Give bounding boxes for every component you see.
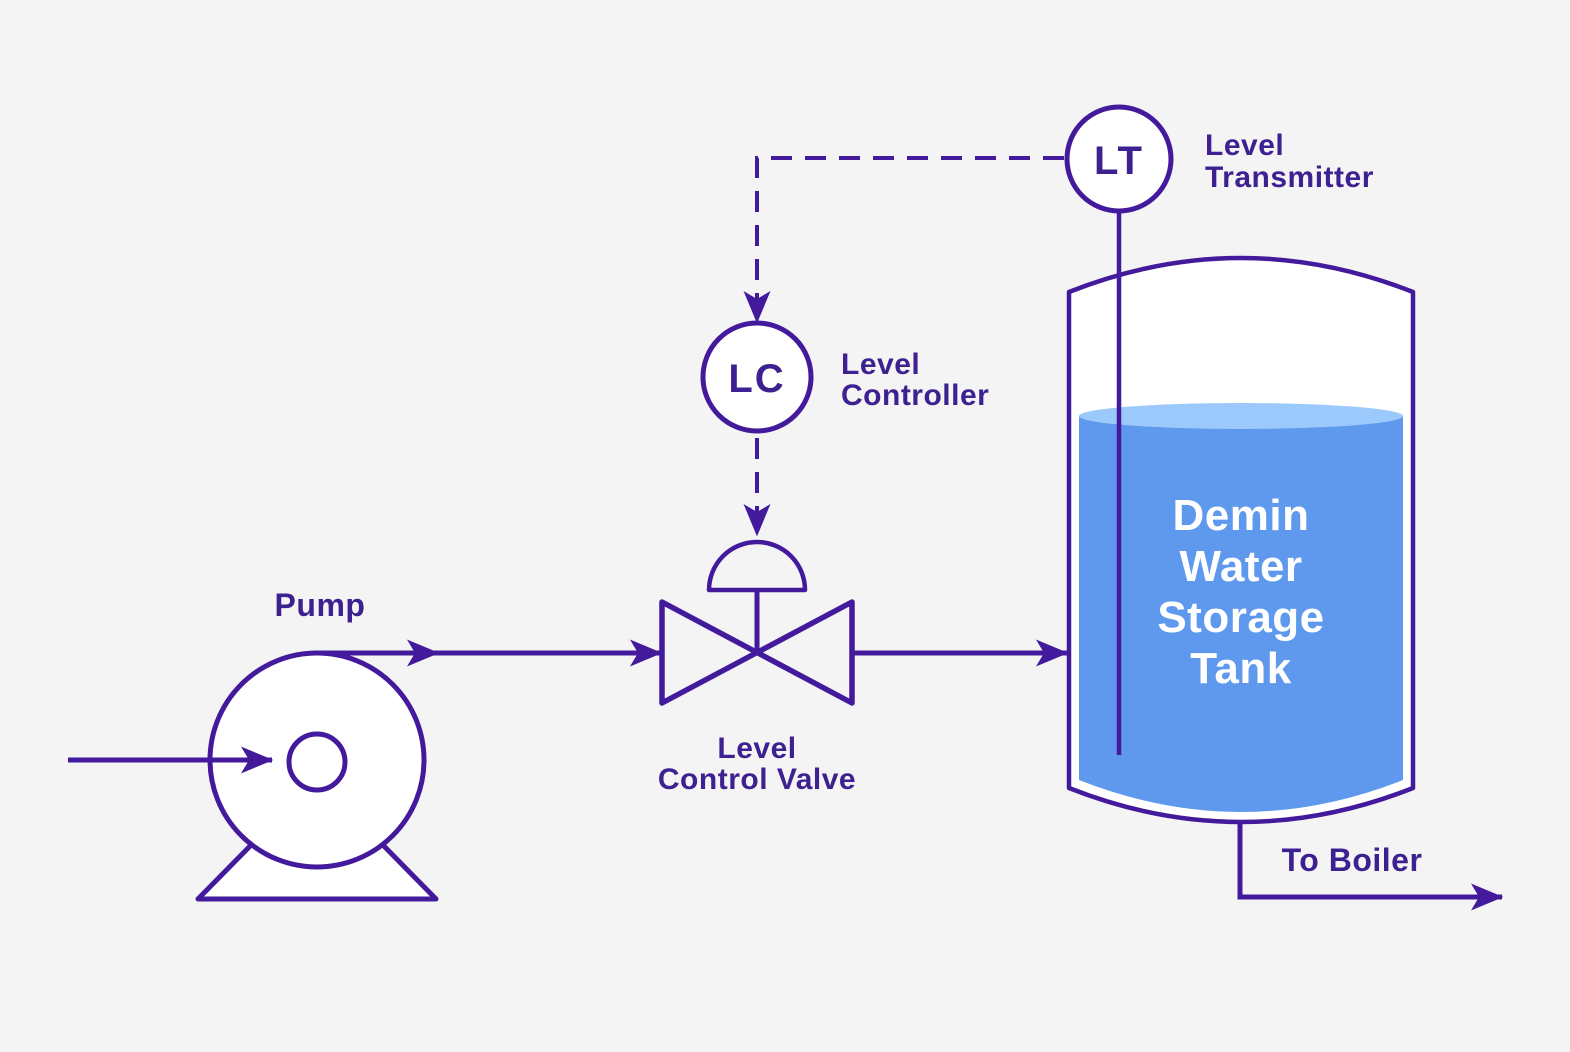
tank-water: [1079, 416, 1403, 812]
storage-tank-symbol: Demin Water Storage Tank: [1066, 255, 1416, 825]
level-controller-tag: LC: [728, 357, 785, 401]
pump-symbol: [195, 650, 439, 902]
level-controller-symbol: LC: [700, 320, 814, 434]
outlet-label: To Boiler: [1282, 842, 1423, 878]
level-transmitter-symbol: LT: [1064, 104, 1174, 214]
level-transmitter-tag: LT: [1094, 139, 1144, 183]
tank-water-surface: [1079, 403, 1403, 429]
pump-inlet-eye-circle: [286, 731, 348, 793]
tank-label-line1: Demin: [1173, 491, 1310, 540]
level-controller-label-line2: Controller: [841, 379, 989, 412]
signal-line-lt-to-lc: [743, 156, 1064, 324]
pump-label: Pump: [275, 587, 366, 623]
tank-label-line3: Storage: [1157, 593, 1324, 642]
level-transmitter-label-line1: Level: [1205, 129, 1284, 162]
tank-label-line2: Water: [1179, 542, 1302, 591]
level-controller-label-line1: Level: [841, 348, 920, 381]
valve-body-bowtie: [659, 599, 855, 706]
level-transmitter-label-line2: Transmitter: [1205, 161, 1374, 194]
tank-label-line4: Tank: [1190, 644, 1291, 693]
control-valve-symbol: [659, 539, 855, 706]
valve-label-line1: Level: [717, 732, 796, 765]
level-transmitter-circle: [1064, 104, 1174, 214]
valve-actuator-dome: [706, 539, 808, 593]
valve-label-line2: Control Valve: [658, 763, 856, 796]
tank-outlet-line: [1237, 822, 1504, 911]
level-controller-circle: [700, 320, 814, 434]
